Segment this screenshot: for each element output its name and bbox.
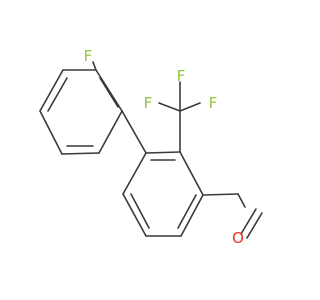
bond xyxy=(122,193,147,237)
bond xyxy=(122,152,147,195)
bond xyxy=(121,110,147,154)
bond xyxy=(95,69,123,112)
bond xyxy=(202,193,239,196)
bond xyxy=(237,193,246,208)
bond xyxy=(99,77,119,108)
bond xyxy=(47,77,68,112)
bond xyxy=(61,152,100,155)
bonds xyxy=(39,61,263,239)
fluorine-atom-label: F xyxy=(144,94,153,112)
fluorine-atom-label: F xyxy=(209,94,218,112)
bond xyxy=(180,194,204,237)
fluorine-atom-label: F xyxy=(84,47,93,65)
bond xyxy=(246,212,263,239)
bond xyxy=(179,151,204,196)
molecule-structure: F F F F O xyxy=(39,47,263,247)
fluorine-atom-label: F xyxy=(177,67,186,85)
bond xyxy=(240,208,257,235)
oxygen-atom-label: O xyxy=(232,229,244,247)
atom-labels: F F F F O xyxy=(84,47,244,247)
bond xyxy=(39,69,64,112)
bond xyxy=(92,61,97,71)
bond xyxy=(130,193,150,229)
bond xyxy=(39,110,63,155)
bond xyxy=(158,102,181,112)
bond xyxy=(98,110,123,154)
bond xyxy=(179,102,201,112)
bond xyxy=(145,151,181,154)
bond xyxy=(177,194,197,229)
